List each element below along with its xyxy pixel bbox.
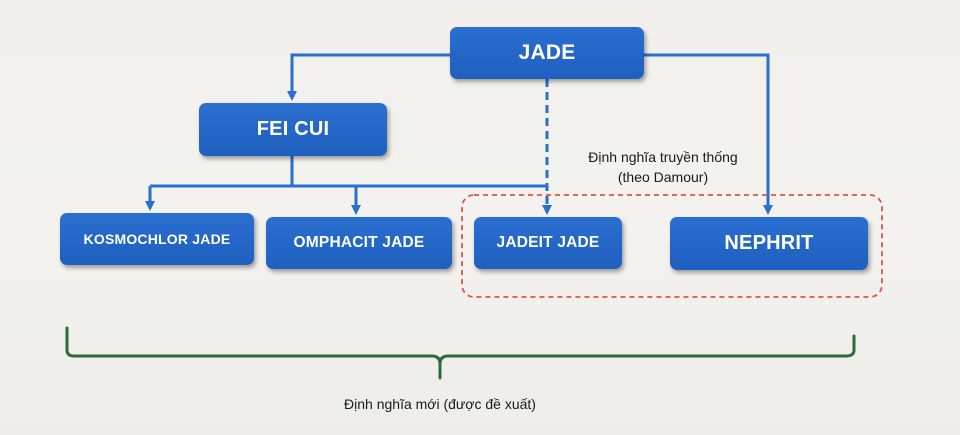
node-kosmochlor-jade: KOSMOCHLOR JADE xyxy=(60,213,254,265)
node-jadeit-jade: JADEIT JADE xyxy=(474,217,622,269)
new-definition-label: Định nghĩa mới (được đề xuất) xyxy=(344,396,536,412)
edge-jade-nephrit xyxy=(644,53,773,215)
edge-jade-feicui xyxy=(287,53,450,101)
node-jade: JADE xyxy=(450,27,644,79)
node-fei-cui: FEI CUI xyxy=(199,103,387,156)
traditional-definition-line1: Định nghĩa truyền thống xyxy=(588,149,738,165)
traditional-definition-box xyxy=(461,194,883,298)
node-nephrit: NEPHRIT xyxy=(670,217,868,270)
traditional-definition-line2: (theo Damour) xyxy=(617,169,709,185)
new-definition-brace xyxy=(65,326,856,380)
traditional-definition-label: Định nghĩa truyền thống (theo Damour) xyxy=(556,147,770,187)
node-omphacit-jade: OMPHACIT JADE xyxy=(266,217,452,269)
